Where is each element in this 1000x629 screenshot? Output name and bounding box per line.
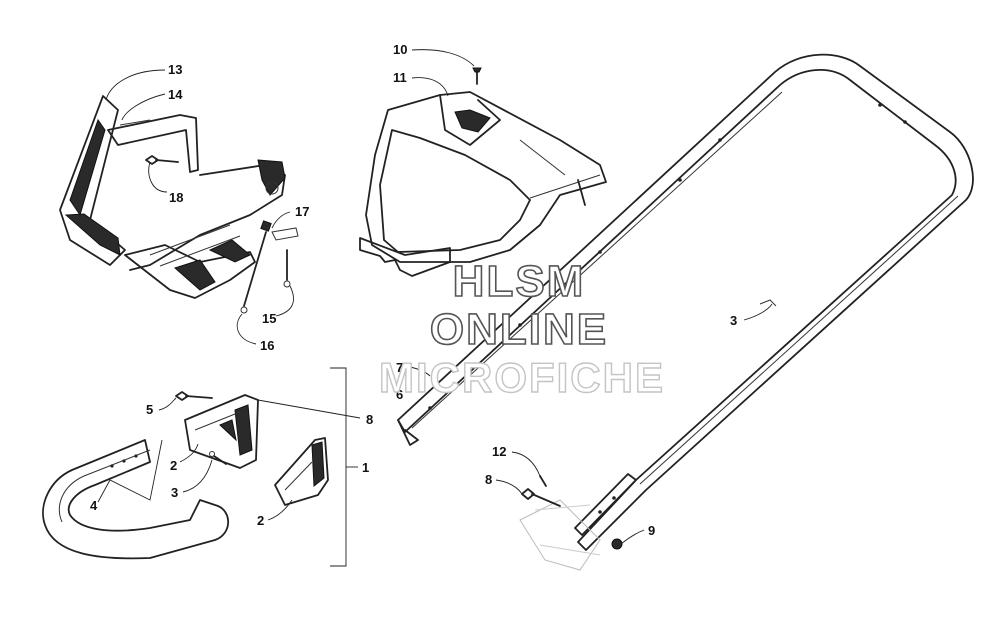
watermark: HLSM ONLINE MICROFICHE — [378, 256, 665, 402]
callout-14: 14 — [168, 87, 183, 102]
headlight-hood — [359, 67, 607, 277]
front-bumper-assembly — [59, 95, 286, 299]
callout-11: 11 — [393, 70, 407, 85]
callout-5: 5 — [146, 402, 153, 417]
callout-8-front: 8 — [366, 412, 373, 427]
watermark-line-2: ONLINE — [430, 305, 608, 354]
callout-10: 10 — [393, 42, 407, 57]
rear-grab-rail — [397, 53, 974, 551]
callout-12: 12 — [492, 444, 506, 459]
callout-7: 7 — [396, 360, 403, 375]
callout-2-lower: 2 — [257, 513, 264, 528]
callout-6: 6 — [396, 387, 403, 402]
callout-labels: 13 14 18 17 15 16 10 11 7 6 8 1 5 2 3 4 … — [90, 42, 737, 538]
callout-9: 9 — [648, 523, 655, 538]
callout-16: 16 — [260, 338, 274, 353]
callout-4: 4 — [90, 498, 98, 513]
callout-3-front: 3 — [171, 485, 178, 500]
callout-15: 15 — [262, 311, 276, 326]
callout-13: 13 — [168, 62, 182, 77]
callout-8-rear: 8 — [485, 472, 492, 487]
leader-lines — [97, 49, 773, 567]
rear-hardware — [521, 299, 777, 550]
callout-17: 17 — [295, 204, 309, 219]
callout-2-upper: 2 — [170, 458, 177, 473]
front-bumper-loop — [42, 439, 230, 560]
tunnel-outline-ghost — [519, 499, 601, 571]
watermark-line-3: MICROFICHE — [379, 354, 665, 401]
bumper-hardware — [145, 155, 299, 314]
bumper-brackets — [175, 391, 329, 506]
callout-3-rear: 3 — [730, 313, 737, 328]
callout-1: 1 — [362, 460, 369, 475]
callout-18: 18 — [169, 190, 183, 205]
watermark-line-1: HLSM — [453, 257, 586, 306]
